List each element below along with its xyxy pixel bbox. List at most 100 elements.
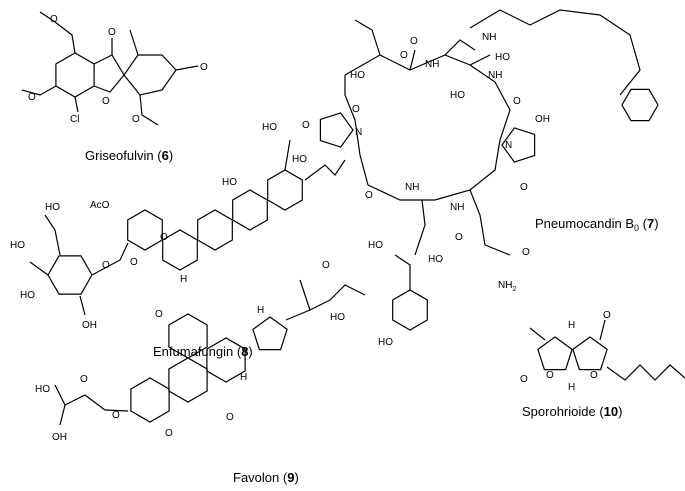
bond-skeletons [21, 9, 685, 426]
atom-label: HO [35, 384, 50, 395]
compound-label-sporohrioide: Sporohrioide (10) [522, 404, 622, 419]
atom-label: O [132, 114, 140, 125]
atom-label: O [365, 190, 373, 201]
griseofulvin-benzene-ring [55, 52, 95, 98]
atom-label: O [410, 36, 418, 47]
compound-label-enfumafungin: Enfumafungin (8) [153, 344, 253, 359]
atom-label: O [112, 410, 120, 421]
enfumafungin-ring-d [232, 189, 268, 231]
bond [79, 295, 86, 316]
atom-label: HO [330, 312, 345, 323]
sporohrioide-hexyl-chain [606, 364, 685, 381]
bond [44, 214, 61, 256]
bond [39, 11, 76, 54]
atom-label: HO [292, 154, 307, 165]
favolon-ring-c [206, 337, 246, 383]
enfumafungin-ring-e [267, 169, 303, 211]
atom-label: H [568, 320, 575, 331]
atom-label: O [108, 27, 116, 38]
atom-label: O [603, 310, 611, 321]
bond [74, 96, 79, 113]
bond [21, 85, 57, 96]
bond [469, 54, 491, 66]
bond [304, 159, 346, 181]
atom-label: OH [52, 432, 67, 443]
bond [59, 404, 66, 426]
atom-label: H [257, 305, 264, 316]
atom-label: N [505, 140, 512, 151]
enfumafungin-ring-c [197, 209, 233, 251]
atom-label: O [200, 62, 208, 73]
atom-label: NH [425, 59, 439, 70]
pneumocandin-phenol-ring [392, 289, 428, 331]
atom-label: O [160, 232, 168, 243]
favolon-ring-b [168, 357, 208, 403]
bond [354, 19, 381, 56]
atom-label: N [355, 127, 362, 138]
atom-label: AcO [90, 200, 110, 211]
atom-label: NH [450, 202, 464, 213]
atom-label: HO [262, 122, 277, 133]
atom-label: HO [368, 240, 383, 251]
atom-label: O [80, 374, 88, 385]
atom-label: O [302, 120, 310, 131]
atom-label: Cl [70, 114, 79, 125]
atom-label: NH [482, 32, 496, 43]
bond [599, 319, 606, 341]
bond [299, 279, 311, 311]
atom-label: O [102, 260, 110, 271]
compound-label-griseofulvin: Griseofulvin (6) [85, 148, 173, 163]
bond [129, 29, 139, 56]
pneumocandin-sidechain-ring [621, 88, 659, 122]
bond [394, 254, 411, 290]
atom-label: HO [222, 177, 237, 188]
atom-label: HO [10, 240, 25, 251]
atom-label: O [50, 14, 58, 25]
atom-label: HO [20, 290, 35, 301]
atom-label: O [400, 50, 408, 61]
bond [54, 384, 129, 412]
pneumocandin-pyrrolidine-right [501, 127, 536, 163]
atom-label: OH [535, 114, 550, 125]
bond [529, 327, 546, 341]
bond [409, 49, 416, 71]
atom-label: HO [495, 52, 510, 63]
bond [285, 284, 366, 321]
atom-label: O [28, 92, 36, 103]
enfumafungin-glucose-ring [47, 255, 93, 295]
atom-label: H [568, 382, 575, 393]
atom-label: O [102, 96, 110, 107]
bond [284, 139, 291, 171]
atom-label: O [520, 374, 528, 385]
bond [469, 189, 511, 256]
pneumocandin-pyrrolidine-left [319, 112, 354, 148]
bond [139, 94, 159, 126]
atom-label: O [226, 412, 234, 423]
atom-label: O [455, 232, 463, 243]
atom-label: HO [350, 70, 365, 81]
atom-label: HO [45, 202, 60, 213]
atom-label: HO [378, 337, 393, 348]
enfumafungin-ring-a [127, 209, 163, 251]
bond [91, 242, 129, 276]
atom-label: O [513, 96, 521, 107]
atom-label: H [240, 372, 247, 383]
bond [29, 261, 49, 276]
atom-label: O [590, 370, 598, 381]
atom-label: NH [405, 182, 419, 193]
atom-label: O [165, 428, 173, 439]
atom-label: O [130, 257, 138, 268]
sporohrioide-lactone-left [537, 336, 573, 371]
griseofulvin-cyclohexenone [123, 54, 177, 96]
atom-label: O [352, 104, 360, 115]
bond [414, 199, 426, 256]
atom-label: O [546, 370, 554, 381]
atom-label: NH2 [498, 280, 516, 293]
pneumocandin-lipid-chain [469, 9, 641, 96]
atom-label: HO [450, 90, 465, 101]
bond [444, 39, 476, 56]
atom-label: O [522, 247, 530, 258]
bond [175, 65, 199, 71]
favolon-ring-top [168, 313, 208, 359]
